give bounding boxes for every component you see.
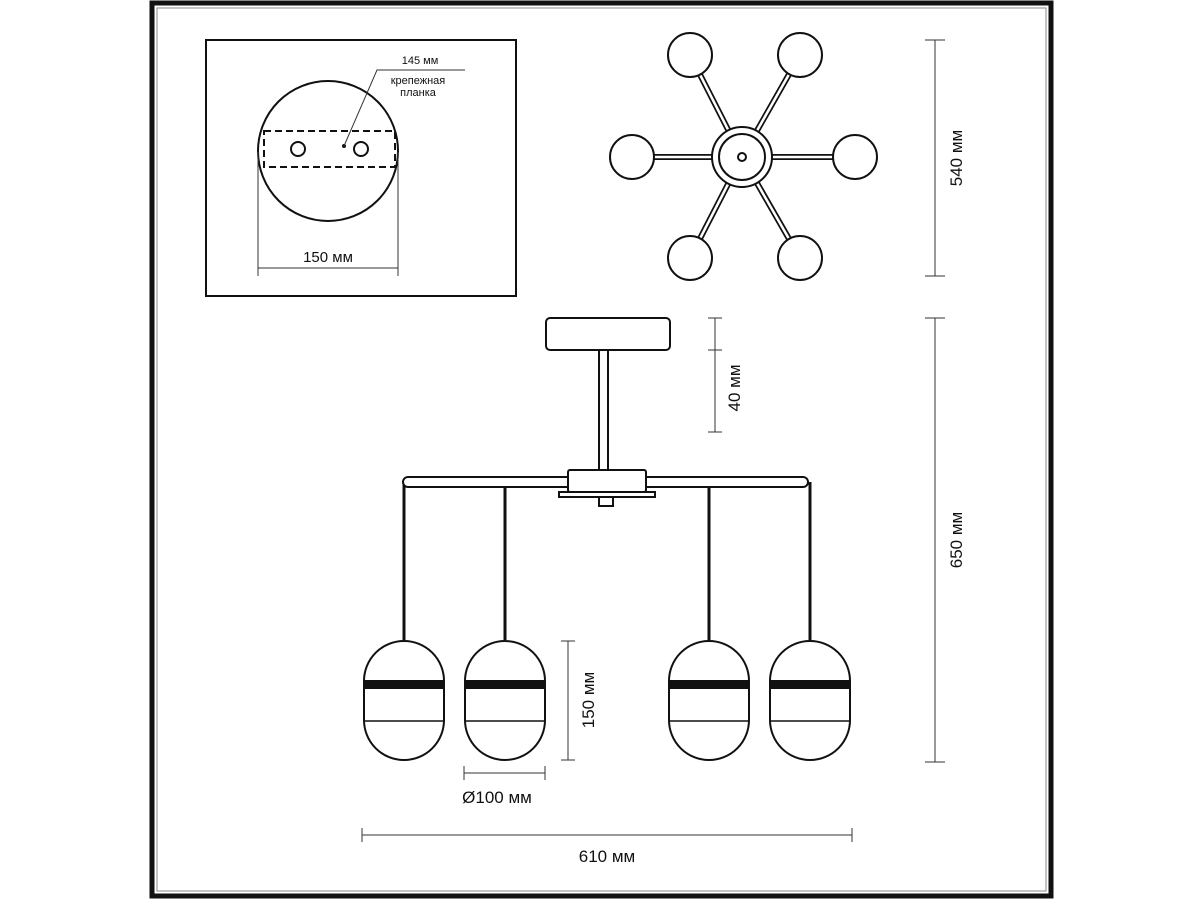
shade-band (364, 680, 444, 689)
shade-band (669, 680, 749, 689)
pendant-shade (464, 640, 546, 761)
globe (667, 235, 713, 281)
top-view: 540 мм (609, 32, 966, 281)
pendant-shade (668, 640, 750, 761)
total-height-label: 650 мм (947, 512, 966, 568)
plate-length-label: 145 мм (402, 55, 439, 67)
canopy (545, 317, 671, 351)
globe (667, 32, 713, 78)
plate-label-1: крепежная (391, 75, 446, 87)
shade-height-label: 150 мм (579, 672, 598, 728)
shade-diameter-label: Ø100 мм (462, 788, 532, 807)
shade-band (770, 680, 850, 689)
pendant-shade (363, 640, 445, 761)
center-block (567, 469, 647, 493)
pendant-shade (769, 640, 851, 761)
inset-box (205, 39, 517, 297)
stem (598, 349, 609, 473)
top-width-label: 540 мм (947, 130, 966, 186)
canopy-diameter-label: 150 мм (303, 249, 353, 266)
mount-detail-inset: 145 мм крепежная планка 150 мм (205, 39, 517, 297)
total-width-label: 610 мм (579, 847, 635, 866)
globe (777, 235, 823, 281)
canopy-circle (257, 80, 399, 222)
mounting-plate-dashed (263, 130, 396, 168)
side-view: 40 мм 650 мм 150 мм Ø100 мм 610 мм (361, 317, 966, 866)
outer-frame (149, 0, 1054, 899)
screw-hole (353, 141, 369, 157)
shade-band (465, 680, 545, 689)
wires (402, 482, 812, 640)
globe (832, 134, 878, 180)
globe (777, 32, 823, 78)
plate-label-2: планка (400, 87, 437, 99)
globe (609, 134, 655, 180)
stem-height-label: 40 мм (725, 364, 744, 411)
leader-line (343, 69, 465, 147)
screw-hole (290, 141, 306, 157)
inner-frame (156, 7, 1047, 892)
